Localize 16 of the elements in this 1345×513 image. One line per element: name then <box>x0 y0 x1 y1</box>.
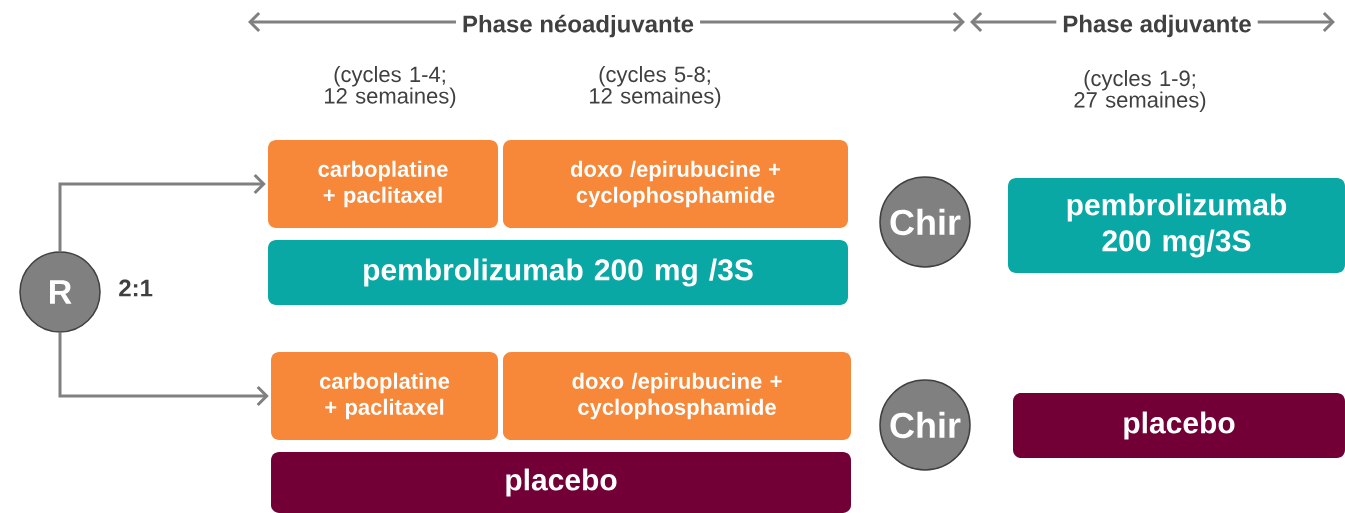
phase-label: Phase néoadjuvante <box>455 12 701 40</box>
treatment-bar: pembrolizumab 200 mg /3S <box>268 240 848 305</box>
treatment-box: carboplatine + paclitaxel <box>271 352 498 440</box>
treatment-box: doxo /epirubucine + cyclophosphamide <box>503 352 851 440</box>
cycle-label: (cycles 5-8; 12 semaines) <box>590 66 721 108</box>
arrow <box>58 173 266 252</box>
treatment-box: pembrolizumab 200 mg/3S <box>1008 178 1345 273</box>
treatment-box: doxo /epirubucine + cyclophosphamide <box>503 140 848 228</box>
treatment-bar: placebo <box>271 452 851 513</box>
treatment-box: carboplatine + paclitaxel <box>268 140 498 228</box>
phase-label: Phase adjuvante <box>1056 12 1258 40</box>
arrow <box>58 332 269 407</box>
cycle-label: (cycles 1-4; 12 semaines) <box>325 66 456 108</box>
cycle-label: (cycles 1-9; 27 semaines) <box>1074 70 1206 112</box>
ratio-label: 2:1 <box>119 279 153 297</box>
treatment-box: placebo <box>1013 393 1345 458</box>
